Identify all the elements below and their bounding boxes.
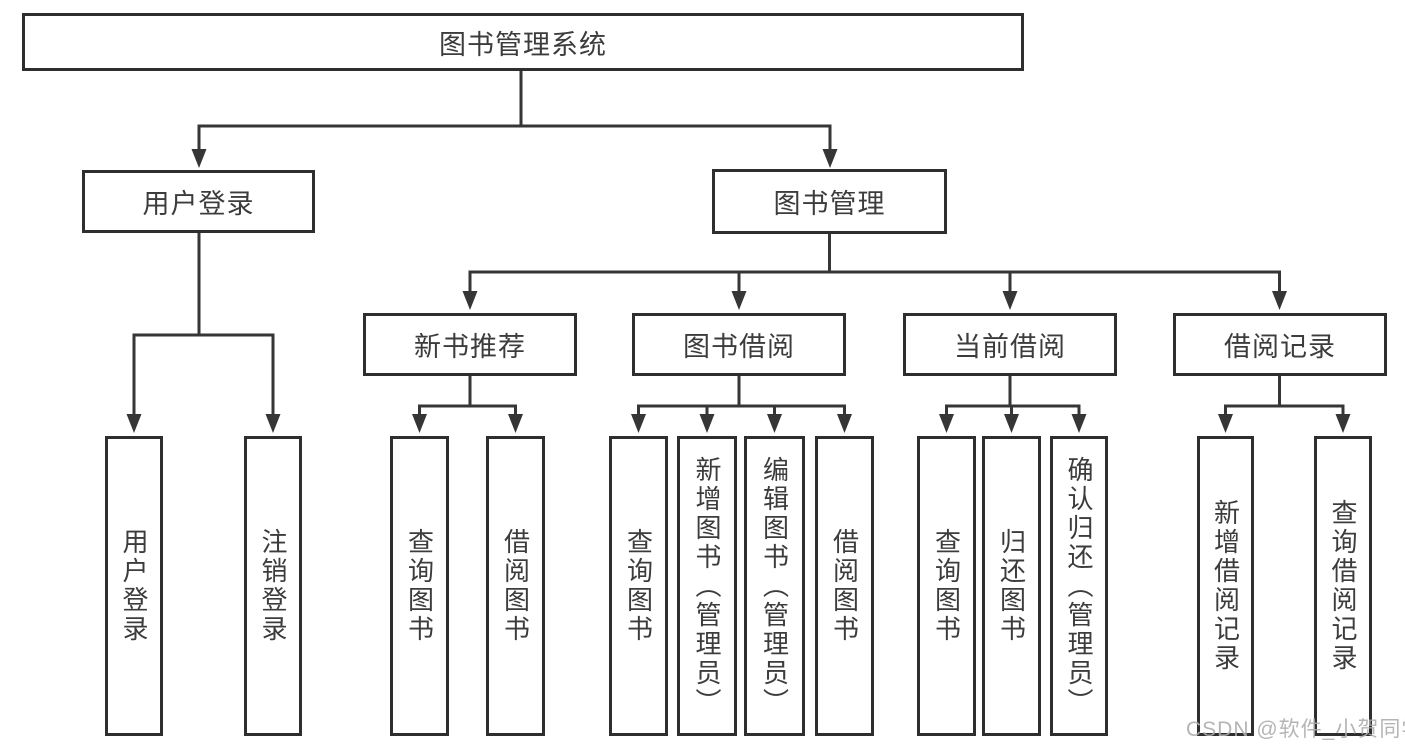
node-book-borrowing-label: 图书借阅 [683, 332, 795, 362]
node-user-login: 用户登录 [82, 170, 315, 233]
leaf-bb-borrow-book: 借阅图书 [815, 436, 874, 736]
leaf-br-add-record-label: 新增借阅记录 [1210, 499, 1241, 673]
connector-new-book-rec [418, 376, 517, 417]
node-book-borrowing: 图书借阅 [632, 313, 846, 376]
leaf-rec-borrow-book-label: 借阅图书 [500, 528, 531, 644]
leaf-bb-query-book-label: 查询图书 [623, 528, 654, 644]
leaf-logout: 注销登录 [244, 436, 302, 736]
node-root-label: 图书管理系统 [439, 29, 607, 60]
leaf-cb-confirm-return-admin: 确认归还（管理员） [1050, 436, 1108, 736]
leaf-cb-query-book-label: 查询图书 [931, 528, 962, 644]
connector-book-borrow [637, 376, 846, 417]
leaf-cb-query-book: 查询图书 [917, 436, 976, 736]
connector-book-mgmt [468, 233, 1281, 293]
connector-user-login [132, 233, 275, 417]
connector-root [197, 70, 832, 152]
leaf-rec-borrow-book: 借阅图书 [486, 436, 545, 736]
node-new-book-recommendation-label: 新书推荐 [414, 332, 526, 362]
leaf-bb-edit-book-admin: 编辑图书（管理员） [744, 436, 805, 736]
node-borrowing-records: 借阅记录 [1173, 313, 1387, 376]
node-book-management: 图书管理 [712, 169, 947, 234]
node-current-borrowing-label: 当前借阅 [954, 332, 1066, 362]
leaf-cb-return-book-label: 归还图书 [996, 528, 1027, 644]
leaf-bb-edit-book-admin-label: 编辑图书（管理员） [759, 455, 790, 717]
leaf-br-query-record: 查询借阅记录 [1314, 436, 1372, 736]
node-root-system: 图书管理系统 [22, 13, 1024, 71]
leaf-bb-add-book-admin: 新增图书（管理员） [677, 436, 737, 736]
leaf-user-login: 用户登录 [105, 436, 163, 736]
leaf-cb-return-book: 归还图书 [982, 436, 1041, 736]
arrowheads [126, 149, 1351, 433]
leaf-user-login-label: 用户登录 [119, 528, 149, 644]
node-current-borrowing: 当前借阅 [903, 313, 1117, 376]
csdn-watermark: CSDN @软件_小贺同学 [1186, 718, 1405, 741]
connector-current-borrow [945, 376, 1081, 417]
node-new-book-recommendation: 新书推荐 [363, 313, 577, 376]
node-user-login-label: 用户登录 [142, 189, 255, 219]
connector-borrow-record [1224, 376, 1345, 417]
node-borrowing-records-label: 借阅记录 [1224, 332, 1336, 362]
leaf-bb-add-book-admin-label: 新增图书（管理员） [692, 455, 722, 717]
leaf-bb-borrow-book-label: 借阅图书 [829, 528, 860, 644]
leaf-cb-confirm-return-admin-label: 确认归还（管理员） [1064, 455, 1094, 717]
leaf-rec-query-book: 查询图书 [390, 436, 449, 736]
leaf-bb-query-book: 查询图书 [609, 436, 668, 736]
node-book-management-label: 图书管理 [773, 189, 886, 219]
leaf-br-query-record-label: 查询借阅记录 [1328, 499, 1358, 673]
leaf-rec-query-book-label: 查询图书 [404, 528, 435, 644]
leaf-logout-label: 注销登录 [258, 528, 288, 644]
leaf-br-add-record: 新增借阅记录 [1197, 436, 1254, 736]
